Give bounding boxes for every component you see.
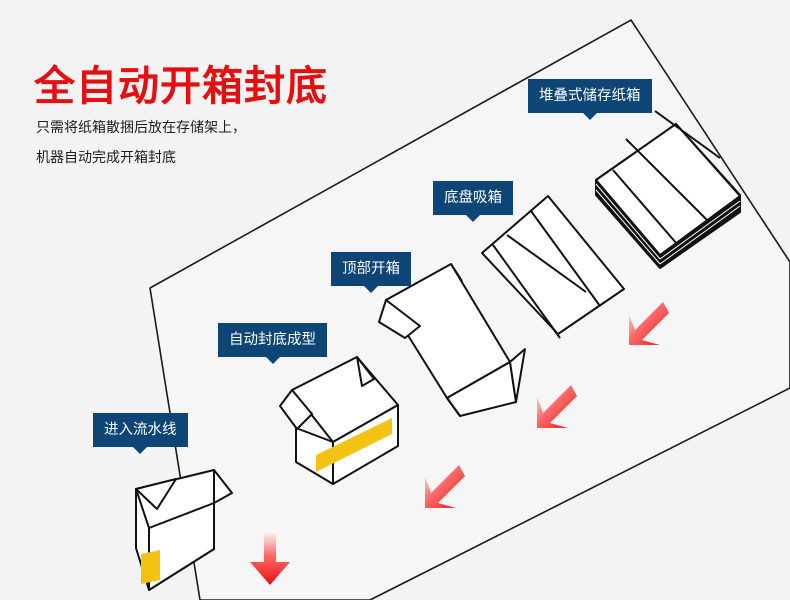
opening-box-icon (378, 263, 526, 417)
step-label-bottom-sealing: 自动封底成型 (218, 323, 327, 364)
flat-box-icon (481, 195, 625, 339)
description-line: 只需将纸箱散捆后放在存储架上， (36, 120, 246, 136)
box-stack-icon (595, 110, 741, 269)
step-label-top-open: 顶部开箱 (331, 252, 411, 293)
taped-box-icon (279, 356, 399, 485)
open-box-icon (135, 469, 233, 591)
page-title: 全自动开箱封底 (34, 62, 328, 110)
down-arrow-icon (250, 302, 669, 585)
step-label-chassis-suction: 底盘吸箱 (433, 181, 513, 222)
step-label-stack-storage: 堆叠式储存纸箱 (528, 79, 652, 120)
step-label-enter-line: 进入流水线 (93, 413, 188, 454)
description-line: 机器自动完成开箱封底 (36, 150, 176, 166)
